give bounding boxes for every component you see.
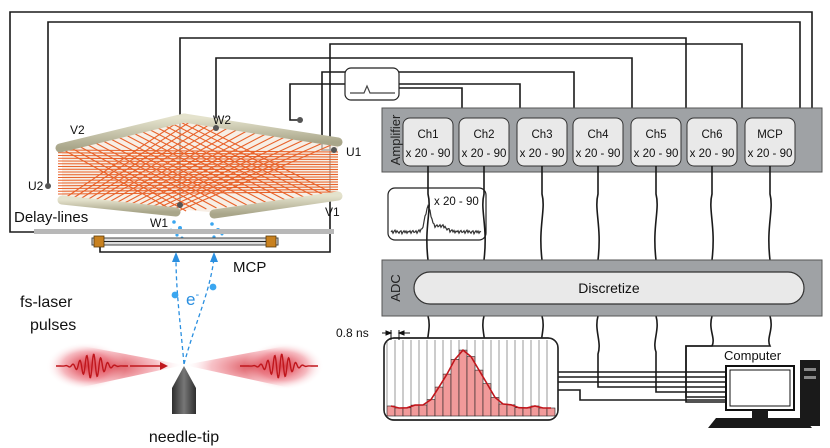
channel-gain: x 20 - 90 xyxy=(576,148,621,160)
wire-label-w1: W1 xyxy=(150,216,168,230)
amplifier-channel-4: Ch4 x 20 - 90 xyxy=(572,117,624,167)
wire-label-v2: V2 xyxy=(70,123,85,137)
needle-tip xyxy=(172,366,196,414)
laser-label-line2: pulses xyxy=(30,317,76,334)
laser-pulse-right xyxy=(240,353,318,379)
amplifier-channel-5: Ch5 x 20 - 90 xyxy=(630,117,682,167)
delay-lines-label: Delay-lines xyxy=(14,209,88,226)
delay-line-anode xyxy=(45,113,343,219)
computer-icon xyxy=(708,360,820,428)
channel-name: Ch2 xyxy=(473,129,494,141)
channel-gain: x 20 - 90 xyxy=(406,148,451,160)
channel-gain: x 20 - 90 xyxy=(634,148,679,160)
channel-name: Ch1 xyxy=(417,129,438,141)
channel-name: Ch3 xyxy=(531,129,552,141)
discretize-box xyxy=(413,271,805,305)
channel-name: Ch5 xyxy=(645,129,666,141)
adc-title: ADC xyxy=(388,274,403,301)
electron-trajectories xyxy=(175,257,215,365)
discretize-label: Discretize xyxy=(578,280,640,296)
laser-pulse-left xyxy=(56,353,128,379)
channel-name: Ch6 xyxy=(701,129,722,141)
channel-name: MCP xyxy=(757,129,783,141)
needle-tip-label: needle-tip xyxy=(149,429,219,446)
wire-label-v1: V1 xyxy=(325,205,340,219)
amplifier-channel-1: Ch1 x 20 - 90 xyxy=(402,117,454,167)
channel-name: Ch4 xyxy=(587,129,609,141)
amplified-gain-label: x 20 - 90 xyxy=(434,196,479,208)
raw-signal-inset xyxy=(344,67,400,101)
delay-line-wires xyxy=(57,117,339,213)
electron-dot-left xyxy=(171,291,179,299)
amplifier-channel-6: Ch6 x 20 - 90 xyxy=(686,117,738,167)
adc-panel: ADC Discretize xyxy=(381,259,823,317)
mcp-plate xyxy=(34,229,334,248)
histogram-envelope-curve xyxy=(390,348,551,409)
amplifier-panel: Amplifier Ch1 x 20 - 90 Ch2 x 20 - 90 Ch3 x 2… xyxy=(381,107,823,173)
laser-label-line1: fs-laser xyxy=(20,294,73,311)
amplified-signal-inset: x 20 - 90 xyxy=(387,187,487,241)
amplifier-title: Amplifier xyxy=(388,114,403,165)
wire-label-u1: U1 xyxy=(346,145,362,159)
discretized-signal-histogram xyxy=(383,337,559,421)
delay-line-rods xyxy=(51,113,343,219)
channel-gain: x 20 - 90 xyxy=(462,148,507,160)
amplified-signal-trace xyxy=(390,204,482,236)
computer-label: Computer xyxy=(724,348,782,363)
amplifier-channel-3: Ch3 x 20 - 90 xyxy=(516,117,568,167)
channel-gain: x 20 - 90 xyxy=(690,148,735,160)
trajectory-arrow-left xyxy=(172,252,180,262)
electron-label: e- xyxy=(186,289,199,309)
amplifier-channel-7: MCP x 20 - 90 xyxy=(744,117,796,167)
channel-gain: x 20 - 90 xyxy=(748,148,793,160)
wire-label-w2: W2 xyxy=(213,113,231,127)
time-resolution-marker xyxy=(382,330,410,340)
mcp-label: MCP xyxy=(233,259,266,276)
wire-label-u2: U2 xyxy=(28,179,44,193)
amplifier-channel-2: Ch2 x 20 - 90 xyxy=(458,117,510,167)
electron-dot-right xyxy=(209,283,217,291)
laser-beam xyxy=(46,340,324,394)
time-resolution-label: 0.8 ns xyxy=(336,326,369,340)
channel-gain: x 20 - 90 xyxy=(520,148,565,160)
trajectory-arrow-right xyxy=(210,252,218,262)
